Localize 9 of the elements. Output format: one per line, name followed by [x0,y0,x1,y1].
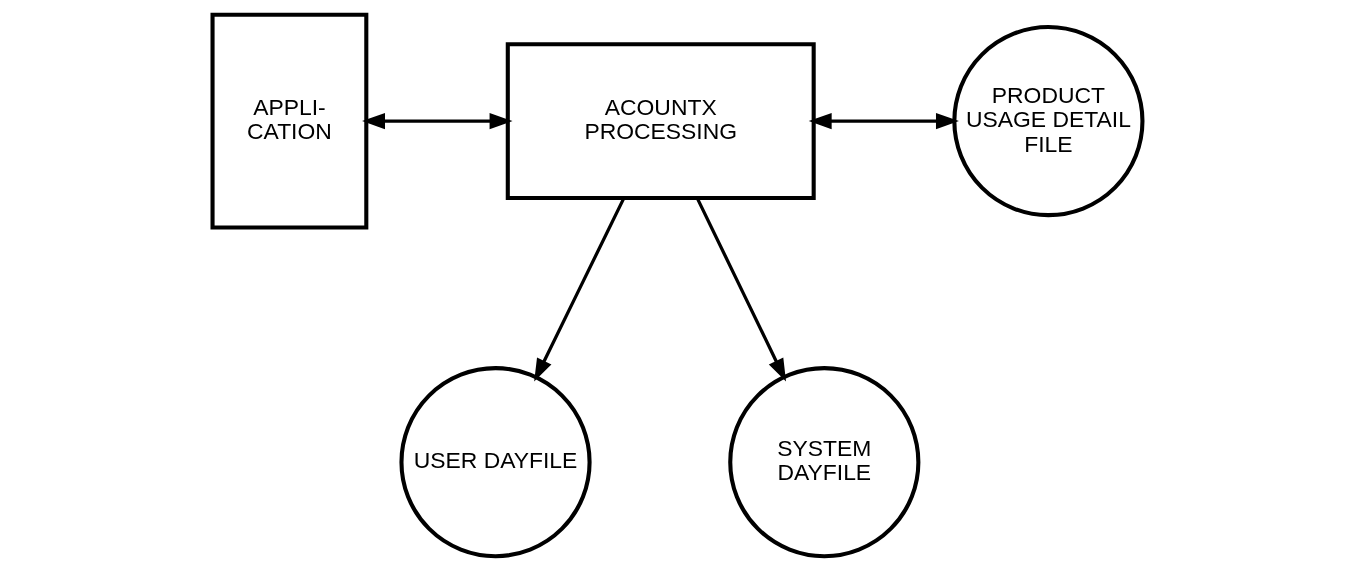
arrow [362,113,513,130]
arrow [534,197,626,382]
node-box: ACOUNTX PROCESSING [505,42,816,201]
arrow [808,113,959,130]
node-circle: SYSTEM DAYFILE [728,366,921,559]
node-circle: PRODUCT USAGE DETAIL FILE [952,25,1145,218]
arrow [695,197,787,382]
node-circle: USER DAYFILE [399,366,592,559]
node-box: APPLI- CATION [210,12,369,230]
